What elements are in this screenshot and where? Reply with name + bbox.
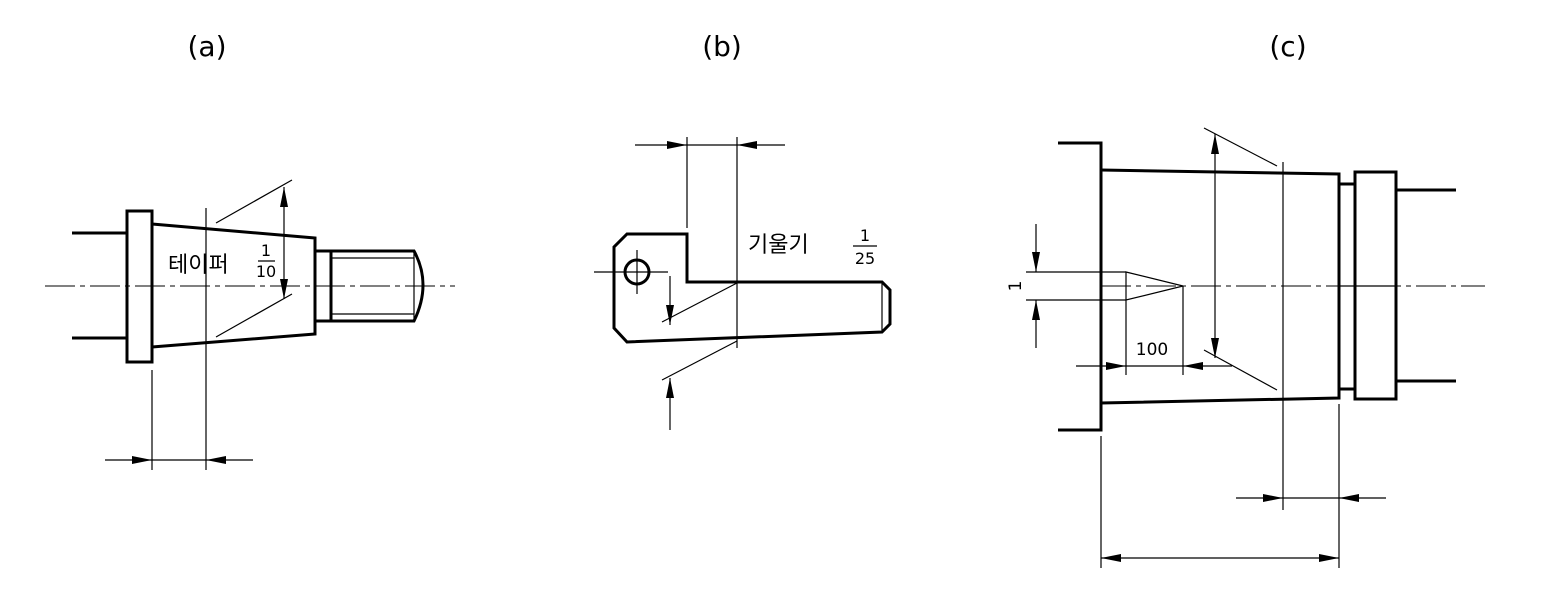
panel-c-label: (c) [1269,30,1306,63]
panel-a-drawing [45,179,455,470]
panel-a-taper-note: 테이퍼 [168,253,229,278]
panel-b-slope-note: 기울기 [748,233,809,258]
panel-c-dim-vertical: 1 [1006,281,1026,292]
panel-a-ratio-numerator: 1 [261,241,271,260]
panel-b-ratio-numerator: 1 [860,226,870,245]
panel-b-drawing [594,137,892,430]
panel-b-label: (b) [702,30,742,63]
panel-b-ratio-denominator: 25 [855,249,875,268]
panel-a-ratio-denominator: 10 [256,262,276,281]
panel-c-drawing [1026,127,1485,568]
panel-a-label: (a) [187,30,226,63]
panel-c-dim-horizontal: 100 [1136,340,1168,360]
